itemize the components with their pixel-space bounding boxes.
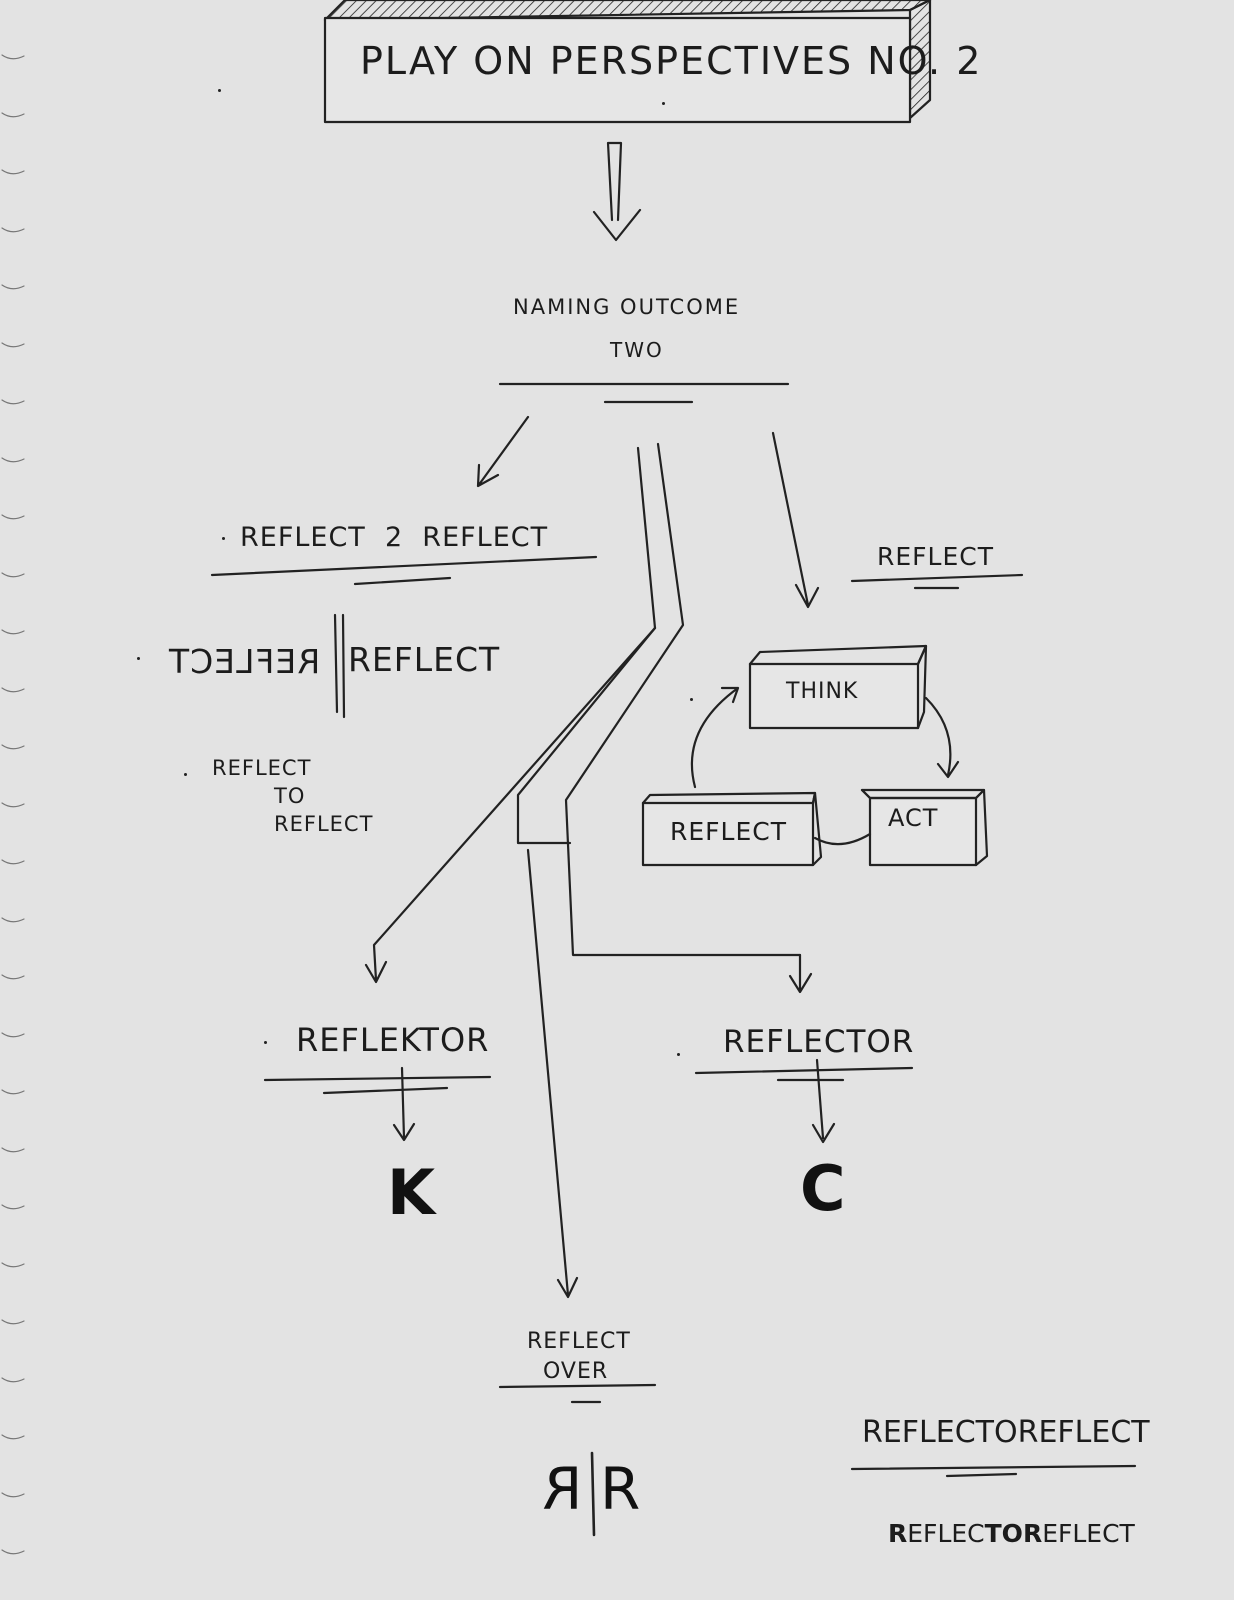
bullet-dot [264, 1041, 267, 1044]
combined-label: REFLECTOREFLECT [862, 1415, 1150, 1450]
reflector-underline [694, 1066, 914, 1075]
bullet-dot [677, 1053, 680, 1056]
title-down-arrow [592, 141, 642, 242]
letter-c: C [800, 1152, 846, 1225]
cycle-link-act-reflect [813, 832, 872, 846]
reflektor-underline [263, 1075, 492, 1082]
combined-styled-r2: R [1022, 1519, 1043, 1548]
mirrored-r-right: R [600, 1455, 641, 1523]
think-box [748, 644, 928, 730]
bullet-dot [222, 537, 225, 540]
path-line-right [564, 442, 802, 957]
title-box [323, 0, 932, 124]
reflect-2-reflect-label: REFLECT 2 REFLECT [240, 522, 549, 553]
rr-divider [590, 1451, 596, 1537]
mirror-bar-1 [333, 613, 339, 714]
reflect-to-reflect-line1: REFLECT [212, 756, 312, 780]
stray-dot [218, 89, 221, 92]
reflect-box [641, 791, 823, 867]
letter-k: K [387, 1156, 436, 1229]
mirrored-r-left: R [542, 1455, 583, 1523]
cycle-heading-underline [850, 573, 1024, 583]
bullet-dot [137, 657, 140, 660]
reflektor-down-arrow [392, 1066, 416, 1142]
arrow-to-reflect-over [526, 848, 579, 1299]
reflektor-underline-short [322, 1086, 449, 1095]
combined-styled-r1: R [888, 1519, 908, 1548]
mirror-reversed-text: REFLECT [168, 642, 321, 681]
cycle-arrow-reflect-to-think [690, 686, 740, 789]
combined-underline [850, 1464, 1137, 1471]
think-label: THINK [786, 679, 859, 704]
arrow-to-reflektor [364, 626, 657, 984]
mirrored-r-left-glyph: R [542, 1455, 583, 1523]
combined-styled-part2: EFLECT [1042, 1519, 1135, 1548]
arrow-to-reflector [788, 953, 813, 994]
page-title: PLAY ON PERSPECTIVES NO. 2 [360, 39, 983, 83]
arrow-to-cycle [771, 431, 820, 609]
reflect-to-reflect-line3: REFLECT [274, 812, 374, 836]
act-box [860, 788, 989, 867]
path-line-left [516, 446, 657, 845]
reflector-down-arrow [811, 1058, 836, 1144]
stray-dot [662, 102, 665, 105]
act-label: ACT [888, 804, 939, 832]
reflektor-label: REFLEKTOR [296, 1021, 490, 1059]
naming-outcome-label: NAMING OUTCOME [513, 295, 741, 319]
naming-outcome-two: TWO [610, 338, 664, 362]
combined-styled-part1: EFLEC [907, 1519, 985, 1548]
reflect-over-underline [498, 1383, 657, 1389]
binding-marks [1, 54, 25, 1555]
reflector-label: REFLECTOR [723, 1024, 915, 1060]
reflect-to-reflect-line2: TO [274, 784, 306, 808]
arrow-to-reflect2reflect [476, 415, 530, 488]
combined-underline-short [945, 1472, 1018, 1478]
mirror-reversed-word: REFLECT [168, 642, 321, 681]
cycle-arrow-think-to-act [924, 696, 960, 779]
reflect-over-line1: REFLECT [527, 1329, 631, 1354]
reflect-box-label: REFLECT [670, 817, 787, 846]
reflect2reflect-underline [210, 555, 598, 577]
cycle-heading: REFLECT [877, 542, 994, 571]
bullet-dot [690, 698, 693, 701]
bullet-dot [184, 773, 187, 776]
mirror-bar-2 [341, 613, 346, 719]
reflect-over-line2: OVER [543, 1359, 609, 1384]
mirror-normal-text: REFLECT [348, 640, 501, 679]
reflect2reflect-underline-short [353, 576, 452, 586]
combined-styled-to: TO [984, 1519, 1023, 1548]
combined-styled: REFLECTOREFLECT [888, 1521, 1135, 1546]
